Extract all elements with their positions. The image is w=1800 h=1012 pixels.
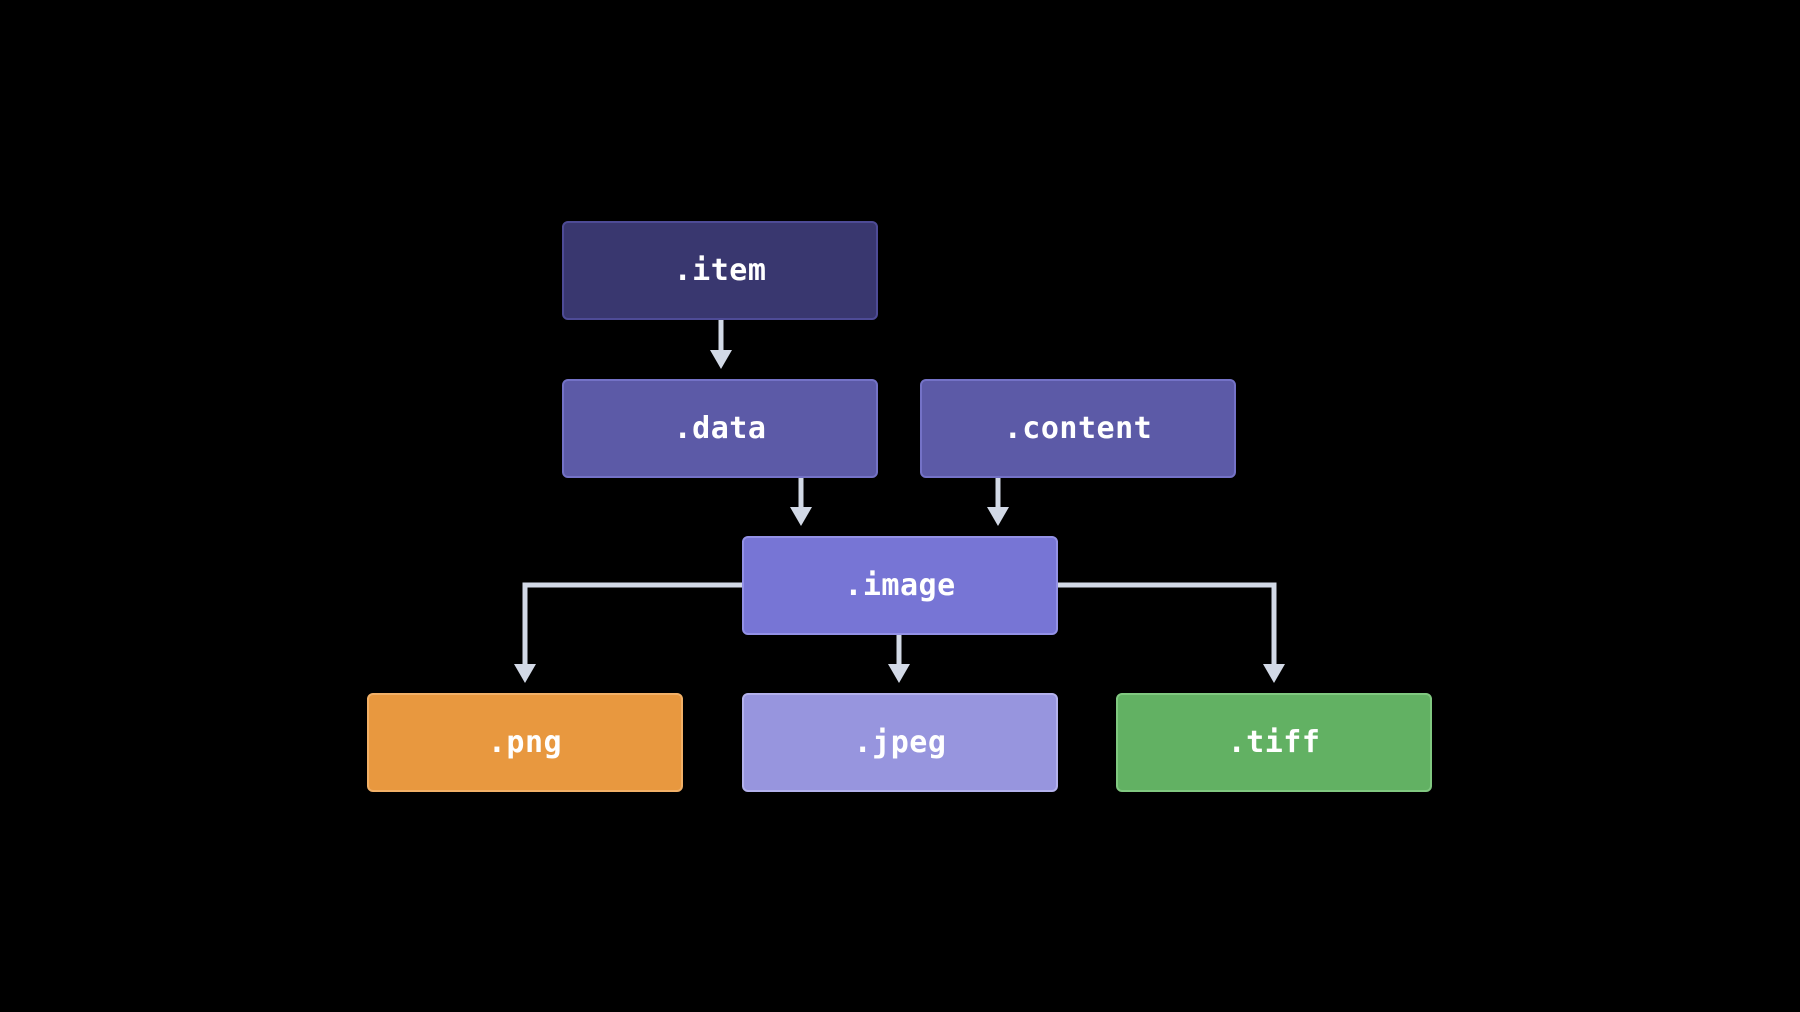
node-jpeg: .jpeg — [742, 693, 1058, 792]
node-data: .data — [562, 379, 878, 478]
node-image-label: .image — [844, 568, 956, 603]
arrow-image-to-tiff — [1058, 582, 1285, 683]
arrow-item-to-data — [710, 320, 732, 369]
node-item-label: .item — [673, 253, 767, 288]
arrow-image-to-jpeg — [888, 635, 910, 683]
node-png: .png — [367, 693, 683, 792]
node-tiff: .tiff — [1116, 693, 1432, 792]
arrow-data-to-image — [790, 478, 812, 526]
arrow-content-to-image — [987, 478, 1009, 526]
node-image: .image — [742, 536, 1058, 635]
node-content-label: .content — [1003, 411, 1153, 446]
node-item: .item — [562, 221, 878, 320]
node-content: .content — [920, 379, 1236, 478]
node-png-label: .png — [487, 725, 563, 760]
node-jpeg-label: .jpeg — [853, 725, 947, 760]
arrow-image-to-png — [514, 582, 742, 683]
node-tiff-label: .tiff — [1227, 725, 1321, 760]
node-data-label: .data — [673, 411, 767, 446]
